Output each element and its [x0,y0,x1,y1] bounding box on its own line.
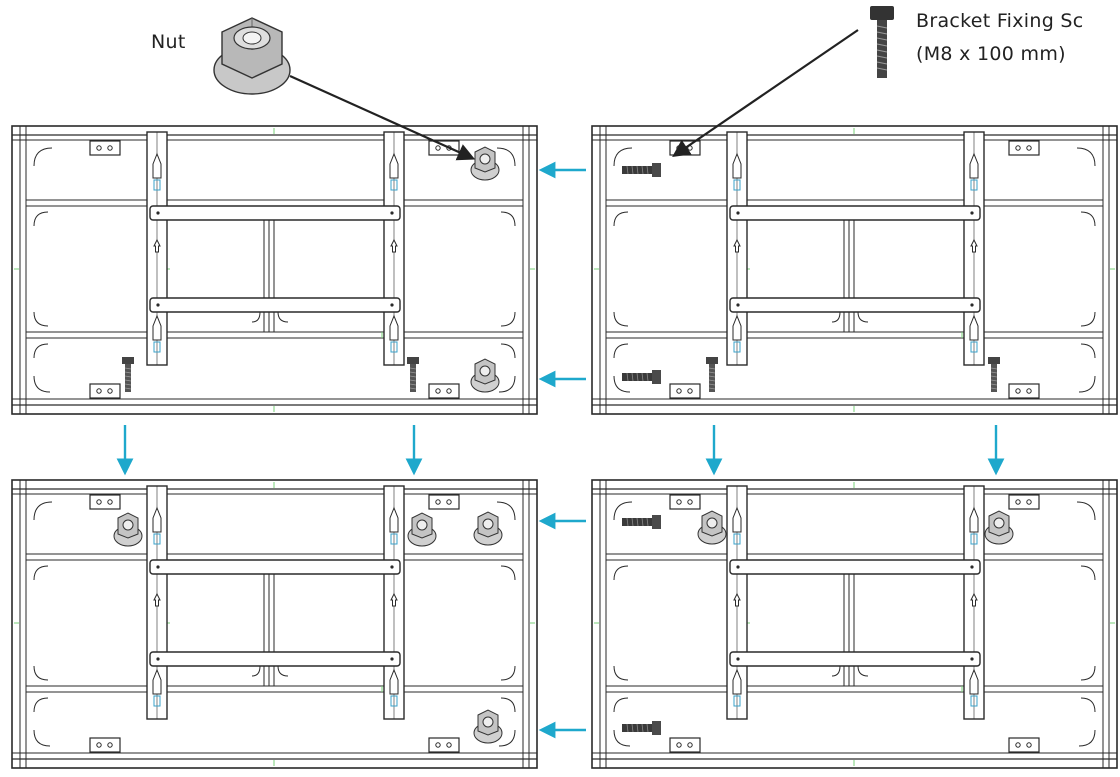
screw-label-line1: Bracket Fixing Sc [916,10,1084,32]
panel-bottom-right [591,479,1118,769]
nut-icon [470,358,500,393]
callout-line [672,29,859,157]
screw-icon [870,6,894,78]
nut-icon [470,146,500,181]
callout-line [289,74,476,161]
nut-icon [984,510,1014,545]
nut-icon [407,512,437,547]
panel-top-right [591,125,1118,415]
nut-icon [473,511,503,546]
panel-top-left [11,125,538,415]
nut-icon [473,709,503,744]
nut-icon [213,17,291,95]
nut-label: Nut [151,31,186,53]
panel-bottom-left [11,479,538,769]
nut-icon [697,510,727,545]
nut-icon [113,512,143,547]
screw-label-line2: (M8 x 100 mm) [916,43,1066,65]
